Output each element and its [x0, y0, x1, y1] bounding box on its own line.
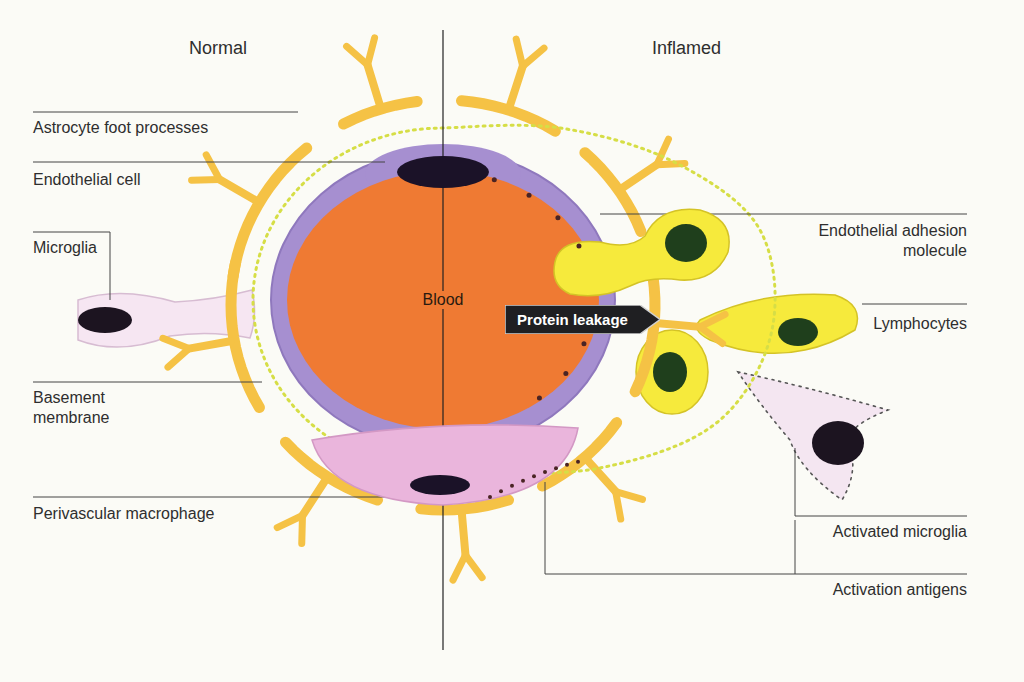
lumen-label: Blood [419, 291, 468, 309]
basement-membrane [253, 125, 775, 473]
part-label: Activation antigens [833, 580, 967, 600]
part-label: Endothelial adhesion molecule [797, 221, 967, 261]
part-label: Activated microglia [833, 522, 967, 542]
leader-lines [33, 112, 967, 574]
lymphocyte [554, 209, 729, 295]
leakage-arrow: Protein leakage [505, 305, 660, 334]
lymphocyte [697, 294, 858, 353]
macrophage-nucleus [410, 475, 470, 495]
microglia-nucleus [78, 307, 132, 333]
activated-microglia-nucleus [812, 421, 864, 465]
part-label: Endothelial cell [33, 170, 141, 190]
part-label: Lymphocytes [873, 314, 967, 334]
lymphocyte-nucleus [778, 318, 818, 346]
lymphocyte-nucleus [653, 352, 687, 392]
adhesion-molecules [488, 177, 586, 499]
part-label: Basement membrane [33, 388, 143, 428]
part-label: Astrocyte foot processes [33, 118, 208, 138]
astrocyte-foot-processes [163, 38, 725, 580]
part-label: Perivascular macrophage [33, 504, 214, 524]
divider-line [442, 30, 443, 650]
panel-heading: Normal [189, 38, 247, 58]
perivascular-macrophage [312, 425, 578, 505]
endothelial-nucleus [397, 156, 489, 188]
activated-microglia-cell [738, 372, 888, 500]
panel-heading: Inflamed [652, 38, 721, 58]
part-label: Microglia [33, 238, 97, 258]
lymphocyte-nucleus [665, 224, 707, 262]
arrow-label: Protein leakage [517, 311, 628, 328]
